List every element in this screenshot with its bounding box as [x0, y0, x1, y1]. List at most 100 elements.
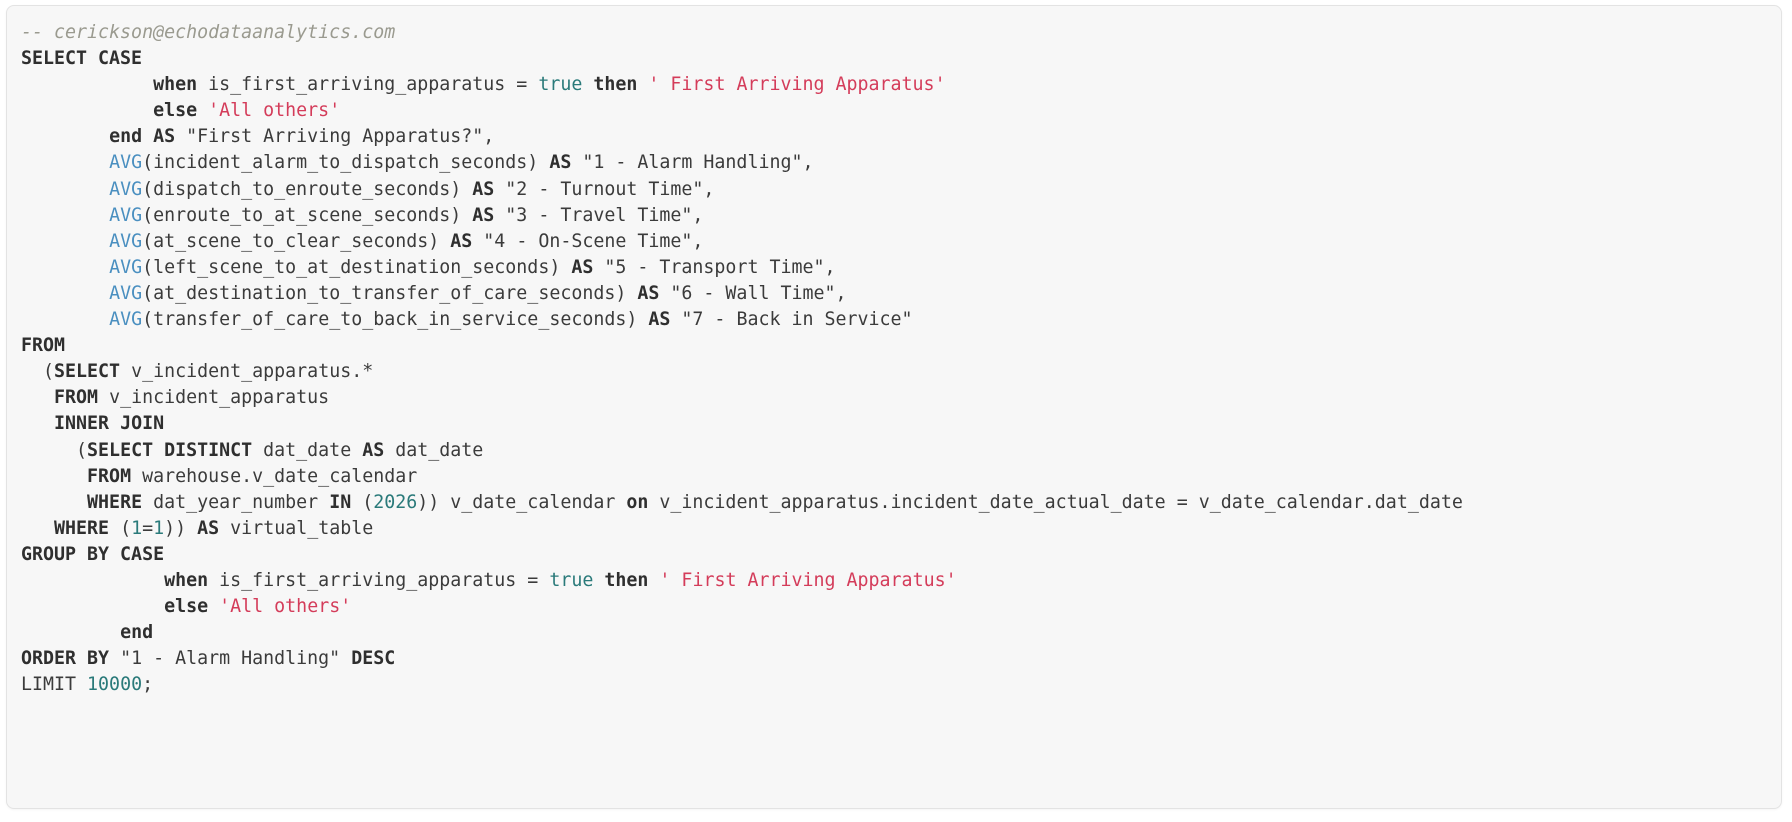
sql-code-block[interactable]: -- cerickson@echodataanalytics.com SELEC…: [7, 6, 1473, 708]
code-token-kw: AS: [571, 256, 594, 278]
code-token-kw: AS: [362, 439, 385, 461]
code-line: AVG(enroute_to_at_scene_seconds) AS "3 -…: [21, 205, 703, 226]
code-token-fn: AVG: [109, 230, 143, 252]
code-token-kw: AS: [197, 517, 220, 539]
code-token-plain: (: [351, 491, 374, 513]
code-token-kw: when: [164, 569, 209, 591]
code-line: ORDER BY "1 - Alarm Handling" DESC: [21, 648, 395, 669]
code-token-plain: [21, 283, 109, 304]
code-token-str: ' First Arriving Apparatus': [659, 569, 957, 591]
code-token-kw: INNER JOIN: [54, 413, 165, 435]
code-line: FROM: [21, 335, 65, 356]
code-token-plain: [197, 100, 208, 121]
code-token-plain: )) v_date_calendar: [417, 491, 627, 513]
code-token-plain: "1 - Alarm Handling",: [571, 152, 814, 174]
code-token-kw: DESC: [351, 648, 396, 670]
code-line: AVG(at_destination_to_transfer_of_care_s…: [21, 282, 847, 304]
code-token-kw: AS: [472, 204, 495, 226]
code-token-lit: true: [549, 569, 594, 591]
code-token-kw: AS: [450, 230, 473, 252]
code-token-plain: LIMIT: [21, 674, 88, 696]
code-token-kw: end AS: [109, 126, 176, 148]
code-token-plain: "5 - Transport Time",: [593, 256, 836, 278]
code-token-kw: SELECT DISTINCT: [87, 439, 253, 461]
code-token-plain: (at_destination_to_transfer_of_care_seco…: [142, 282, 638, 304]
code-line: AVG(incident_alarm_to_dispatch_seconds) …: [21, 152, 813, 173]
code-token-kw: end: [120, 622, 154, 644]
code-token-kw: then: [604, 569, 649, 591]
code-token-fn: AVG: [109, 178, 143, 200]
code-token-plain: [21, 309, 109, 330]
code-token-kw: on: [626, 491, 649, 513]
code-token-plain: (: [109, 517, 132, 539]
code-token-plain: [21, 74, 153, 95]
code-token-plain: =: [142, 517, 154, 539]
code-token-plain: (transfer_of_care_to_back_in_service_sec…: [142, 309, 649, 331]
code-token-plain: "First Arriving Apparatus?",: [175, 126, 495, 148]
code-token-kw: FROM: [87, 465, 132, 487]
code-line: GROUP BY CASE: [21, 544, 164, 565]
code-token-str: ' First Arriving Apparatus': [648, 74, 946, 96]
code-token-plain: [21, 100, 153, 121]
code-token-plain: [21, 205, 109, 226]
code-token-plain: dat_date: [384, 439, 484, 461]
code-token-plain: (: [21, 361, 55, 383]
code-line: AVG(left_scene_to_at_destination_seconds…: [21, 256, 836, 278]
code-line: FROM warehouse.v_date_calendar: [21, 466, 417, 487]
code-line: SELECT CASE: [21, 48, 142, 69]
code-line: (SELECT DISTINCT dat_date AS dat_date: [21, 440, 483, 461]
code-token-plain: [21, 152, 109, 173]
code-token-kw: SELECT: [54, 361, 121, 383]
code-token-plain: ;: [142, 674, 154, 696]
code-token-plain: [21, 413, 54, 434]
code-line: (SELECT v_incident_apparatus.*: [21, 361, 373, 382]
code-token-fn: AVG: [109, 256, 143, 278]
code-token-plain: [21, 622, 120, 643]
code-token-plain: [21, 179, 109, 200]
code-token-plain: "3 - Travel Time",: [494, 204, 704, 226]
code-token-plain: dat_year_number: [142, 491, 330, 513]
code-token-plain: (dispatch_to_enroute_seconds): [142, 178, 473, 200]
code-token-plain: warehouse.v_date_calendar: [131, 465, 418, 487]
code-token-plain: (enroute_to_at_scene_seconds): [142, 204, 473, 226]
code-line: WHERE dat_year_number IN (2026)) v_date_…: [21, 492, 1463, 513]
sql-code-panel[interactable]: -- cerickson@echodataanalytics.com SELEC…: [6, 5, 1782, 809]
code-line: else 'All others': [21, 100, 340, 121]
code-token-fn: AVG: [109, 309, 143, 331]
code-token-plain: [21, 466, 87, 487]
code-token-plain: [593, 570, 604, 591]
code-token-plain: (: [21, 439, 88, 461]
code-token-fn: AVG: [109, 282, 143, 304]
code-token-plain: "4 - On-Scene Time",: [472, 230, 704, 252]
code-token-plain: [21, 387, 54, 408]
code-token-str: 'All others': [219, 596, 352, 618]
code-token-kw: then: [593, 74, 638, 96]
code-line: when is_first_arriving_apparatus = true …: [21, 74, 946, 95]
code-token-kw: AS: [648, 309, 671, 331]
code-token-plain: (incident_alarm_to_dispatch_seconds): [142, 152, 550, 174]
code-token-plain: [648, 570, 659, 591]
code-line: when is_first_arriving_apparatus = true …: [21, 570, 957, 591]
code-token-plain: [21, 492, 87, 513]
code-token-kw: WHERE: [54, 517, 110, 539]
code-token-plain: (left_scene_to_at_destination_seconds): [142, 256, 572, 278]
code-token-kw: FROM: [54, 387, 99, 409]
code-token-kw: GROUP BY CASE: [21, 543, 165, 565]
code-token-plain: [637, 74, 648, 95]
code-token-kw: AS: [637, 282, 660, 304]
code-token-kw: AS: [472, 178, 495, 200]
code-line: end AS "First Arriving Apparatus?",: [21, 126, 494, 147]
code-token-kw: ORDER BY: [21, 648, 110, 670]
code-token-plain: "6 - Wall Time",: [659, 282, 847, 304]
code-token-plain: [21, 231, 109, 252]
code-line: -- cerickson@echodataanalytics.com: [21, 22, 395, 43]
code-token-plain: "1 - Alarm Handling": [109, 648, 352, 670]
code-token-plain: virtual_table: [219, 517, 374, 539]
code-token-kw: IN: [329, 491, 352, 513]
code-line: else 'All others': [21, 596, 351, 617]
code-token-plain: dat_date: [252, 439, 363, 461]
code-token-plain: )): [164, 517, 198, 539]
code-token-kw: SELECT CASE: [21, 48, 143, 70]
code-token-lit: true: [538, 74, 583, 96]
code-token-kw: AS: [549, 152, 572, 174]
